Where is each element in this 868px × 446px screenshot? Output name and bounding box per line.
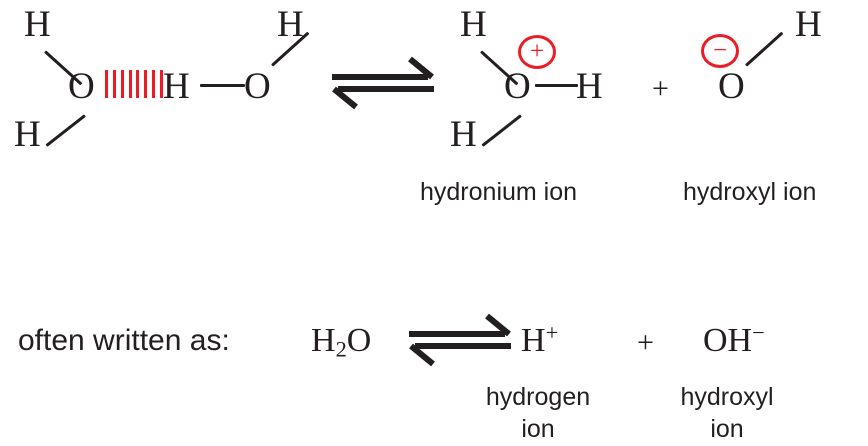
hydronium-positive-charge: + xyxy=(518,35,556,69)
equilibrium-arrow-top xyxy=(328,55,438,116)
left-water-oxygen: O xyxy=(68,66,95,107)
hydroxyl-ion-label-line2: ion xyxy=(710,415,744,443)
hydrogen-bond-dashes xyxy=(105,70,163,98)
hydronium-oxygen: O xyxy=(504,66,531,107)
bond-right-water-sigma xyxy=(200,84,245,87)
hydroxyl-hydrogen: H xyxy=(795,4,822,45)
hydronium-hydrogen-upper: H xyxy=(460,4,487,45)
hydrogen-bond-tick xyxy=(120,70,124,98)
hydroxyl-ion-label: hydroxyl ion xyxy=(683,178,817,206)
hydroxyl-ion-label-line1: hydroxyl xyxy=(680,383,774,411)
equilibrium-arrow-bottom xyxy=(405,312,515,373)
hydroxyl-ion-label-bottom: hydroxyl ion xyxy=(680,381,773,445)
hydrogen-bond-tick xyxy=(112,70,116,98)
top-row-plus-operator: + xyxy=(652,72,669,105)
hydrogen-bond-tick xyxy=(152,70,156,98)
hydrogen-bond-tick xyxy=(144,70,148,98)
hydronium-hydrogen-lower: H xyxy=(450,114,477,155)
hydrogen-ion-label-line2: ion xyxy=(521,415,555,443)
right-water-oxygen: O xyxy=(244,66,271,107)
hydrogen-ion-formula: H+ xyxy=(521,320,558,360)
hydronium-hydrogen-right: H xyxy=(576,66,603,107)
right-water-hydrogen-upper: H xyxy=(277,4,304,45)
hydrogen-ion-symbol: H xyxy=(521,321,546,359)
hydrogen-bond-tick xyxy=(136,70,140,98)
right-water-hydrogen-bonded: H xyxy=(163,66,190,107)
hydrogen-bond-tick xyxy=(128,70,132,98)
hydrogen-ion-label: hydrogen ion xyxy=(486,381,590,445)
hydronium-ion-label: hydronium ion xyxy=(420,178,578,206)
water-formula-h: H xyxy=(311,322,336,359)
hydroxyl-negative-charge: − xyxy=(701,34,739,68)
left-water-hydrogen-lower: H xyxy=(14,114,41,155)
bond-hydronium-right xyxy=(535,84,578,87)
hydroxyl-ion-symbol: OH xyxy=(703,321,753,359)
hydrogen-bond-tick xyxy=(159,70,163,98)
water-formula: H2O xyxy=(311,322,371,363)
hydrogen-bond-tick xyxy=(105,70,108,98)
bottom-row-plus-operator: + xyxy=(637,326,654,359)
water-formula-o: O xyxy=(346,322,372,359)
left-water-hydrogen-upper: H xyxy=(24,4,51,45)
hydroxyl-ion-formula: OH− xyxy=(703,320,765,360)
bond-hydroxyl xyxy=(744,31,784,67)
hydrogen-ion-label-line1: hydrogen xyxy=(485,383,591,411)
often-written-as-label: often written as: xyxy=(18,324,230,357)
bond-hydronium-lower xyxy=(481,114,522,147)
hydrogen-ion-charge: + xyxy=(545,320,559,345)
bond-left-water-lower xyxy=(45,114,86,147)
hydroxyl-ion-charge: − xyxy=(752,320,765,345)
water-formula-subscript: 2 xyxy=(335,336,347,362)
hydroxyl-oxygen: O xyxy=(718,66,745,107)
